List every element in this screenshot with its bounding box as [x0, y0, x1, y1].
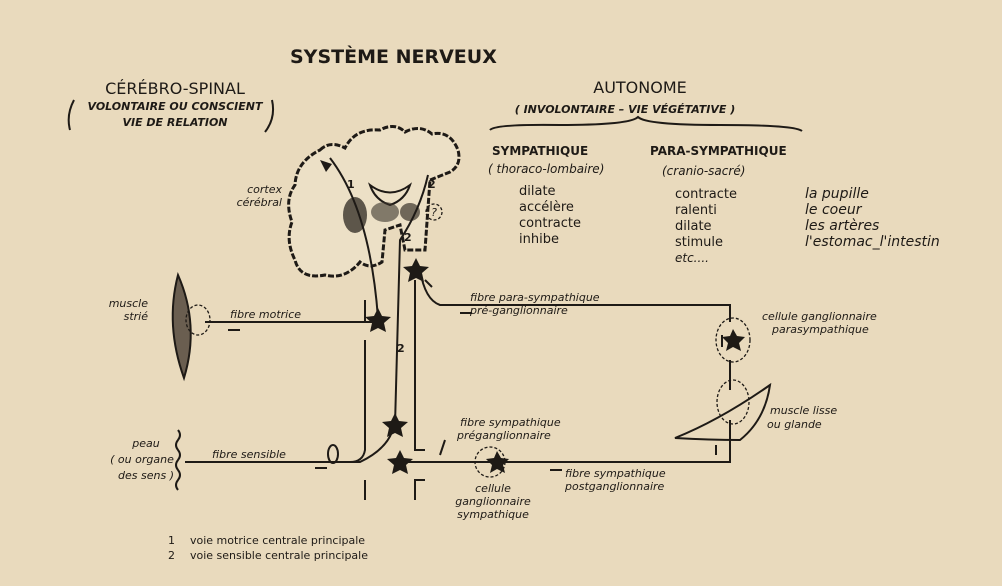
- list-item: l'estomac_l'intestin: [805, 234, 940, 250]
- cerebro-spinal-heading: CÉRÉBRO-SPINAL: [105, 79, 245, 98]
- legend-num: 2: [168, 549, 175, 562]
- list-item: inhibe: [519, 232, 559, 247]
- cortex-label: cérébral: [237, 196, 282, 209]
- cell-para-label: cellule ganglionnaire: [762, 310, 877, 323]
- fibre-sensible-label: fibre sensible: [212, 448, 286, 461]
- brace: [489, 115, 803, 132]
- path-number: 2: [428, 178, 436, 191]
- list-item: la pupille: [805, 186, 869, 202]
- fibre-symp-pre-label: préganglionnaire: [456, 429, 551, 442]
- cerebro-spinal-line2: VIE DE RELATION: [122, 116, 227, 129]
- autonome-subtitle: ( INVOLONTAIRE – VIE VÉGÉTATIVE ): [515, 103, 736, 116]
- smooth-muscle-icon: [674, 382, 772, 442]
- legend-num: 1: [168, 534, 175, 547]
- peau-label: peau: [131, 437, 159, 450]
- list-item: stimule: [675, 235, 723, 250]
- autonome-heading: AUTONOME: [593, 78, 687, 97]
- list-item: contracte: [675, 187, 737, 202]
- sympathique-list: dilate accélère contracte inhibe: [519, 184, 581, 247]
- path-number: 2: [397, 342, 405, 355]
- cell-para-label: parasympathique: [771, 323, 869, 336]
- list-item: contracte: [519, 216, 581, 231]
- fibre-motrice-label: fibre motrice: [230, 308, 301, 321]
- question-mark: ?: [431, 206, 437, 219]
- peau-label: ( ou organe: [110, 453, 174, 466]
- list-item: le coeur: [805, 202, 863, 218]
- muscle-lisse-label: muscle lisse: [770, 404, 837, 417]
- fibre-para-label: fibre para-sympathique: [470, 291, 600, 304]
- peau-label: des sens ): [118, 469, 174, 482]
- sympathique-sub: ( thoraco-lombaire): [488, 162, 604, 176]
- sympathique-heading: SYMPATHIQUE: [492, 144, 588, 158]
- fibre-symp-post-label: postganglionnaire: [564, 480, 665, 493]
- parasympathique-list: contracte ralenti dilate stimule etc....: [675, 187, 737, 265]
- neuron-star-icons: [365, 258, 745, 474]
- cell-symp-label: ganglionnaire: [455, 495, 531, 508]
- fibre-symp-post-label: fibre sympathique: [565, 467, 666, 480]
- parasympathique-sub: (cranio-sacré): [662, 164, 745, 178]
- cell-symp-label: cellule: [475, 482, 511, 495]
- list-item: etc....: [675, 251, 709, 265]
- cortex-label: cortex: [247, 183, 282, 196]
- brain-illustration: [287, 125, 461, 278]
- legend: 1 voie motrice centrale principale 2 voi…: [168, 534, 368, 562]
- legend-text: voie motrice centrale principale: [190, 534, 365, 547]
- title: SYSTÈME NERVEUX: [290, 45, 497, 68]
- parasympathique-heading: PARA-SYMPATHIQUE: [650, 144, 787, 158]
- muscle-lisse-label: ou glande: [767, 418, 822, 431]
- legend-text: voie sensible centrale principale: [190, 549, 368, 562]
- organs-list: la pupille le coeur les artères l'estoma…: [805, 186, 940, 250]
- fibre-symp-pre-label: fibre sympathique: [460, 416, 561, 429]
- fibre-para-label: pré-ganglionnaire: [469, 304, 568, 317]
- list-item: dilate: [519, 184, 556, 199]
- parentheses: [67, 99, 275, 133]
- path-number: 1: [347, 178, 355, 191]
- cerebro-spinal-line1: VOLONTAIRE OU CONSCIENT: [88, 100, 264, 113]
- skin-icon: [175, 429, 181, 491]
- path-number: 2: [404, 231, 412, 244]
- muscle-striated-icon: [171, 271, 192, 382]
- list-item: les artères: [805, 218, 879, 234]
- list-item: ralenti: [675, 203, 717, 218]
- list-item: accélère: [519, 200, 574, 215]
- cell-symp-label: sympathique: [457, 508, 529, 521]
- muscle-strie-label: muscle: [109, 297, 149, 310]
- muscle-strie-label: strié: [124, 310, 149, 323]
- list-item: dilate: [675, 219, 712, 234]
